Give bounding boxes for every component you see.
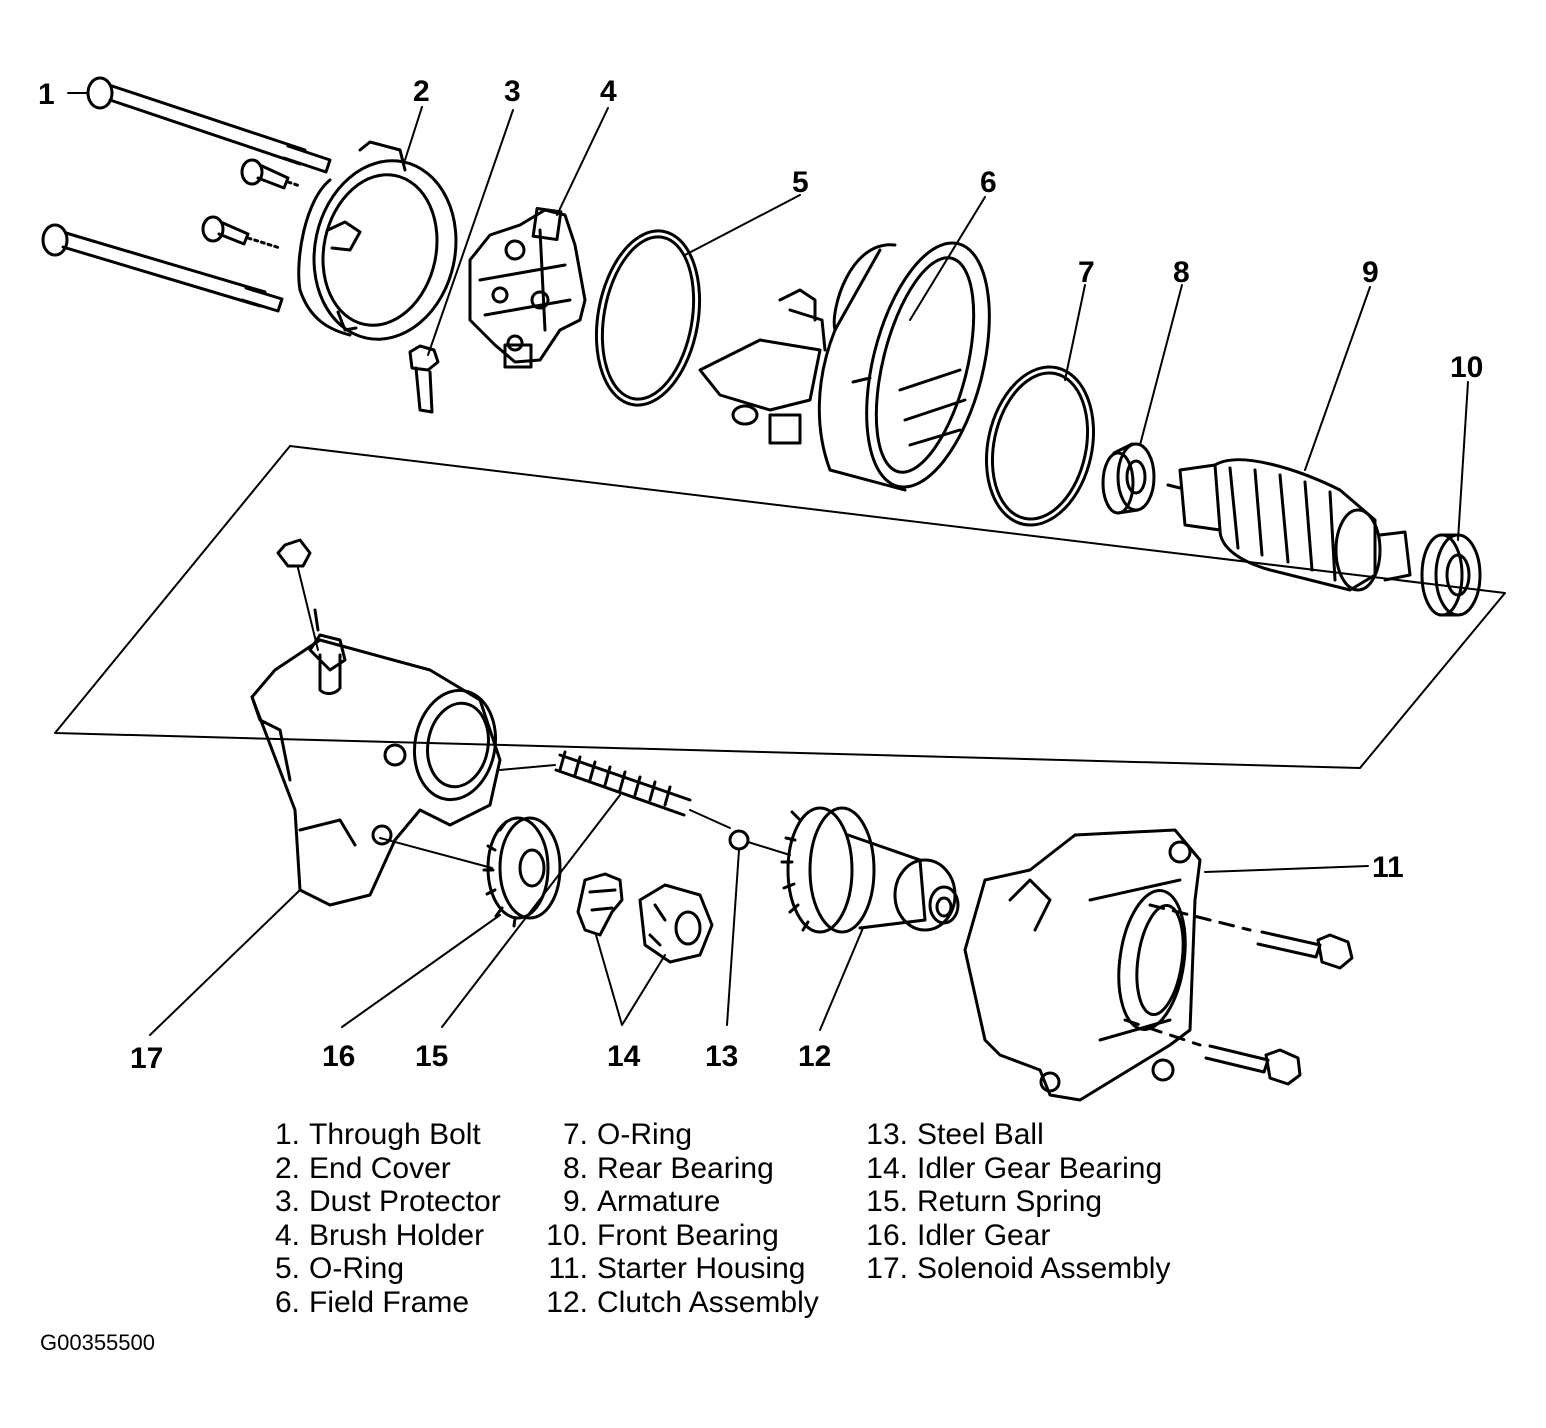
callout-13: 13: [705, 1040, 738, 1073]
figure-id: G00355500: [40, 1330, 155, 1355]
callout-labels: 1 2 3 4 5 6 7 8 9 10 11 12 13 14 15 16 1…: [38, 75, 1483, 1075]
callout-2: 2: [413, 75, 430, 108]
legend-item: 15.Return Spring: [866, 1185, 1103, 1218]
callout-1: 1: [38, 78, 55, 111]
legend-item: 6.Field Frame: [274, 1285, 470, 1319]
callout-10: 10: [1450, 351, 1483, 384]
callout-4: 4: [600, 75, 617, 108]
legend-item: 5.O-Ring: [274, 1252, 405, 1285]
callout-3: 3: [504, 75, 521, 108]
legend-item: 17.Solenoid Assembly: [866, 1252, 1171, 1285]
idler-gear: [379, 816, 562, 928]
legend-item: 11.Starter Housing: [548, 1252, 806, 1285]
callout-17: 17: [130, 1042, 163, 1075]
housing-bolts: [1204, 930, 1354, 1086]
leader-lines: [67, 92, 1469, 1036]
legend-item: 4.Brush Holder: [274, 1218, 485, 1252]
callout-11: 11: [1372, 851, 1404, 884]
legend-item: 13.Steel Ball: [866, 1118, 1044, 1151]
legend-item: 16.Idler Gear: [866, 1218, 1051, 1252]
starter-housing: [963, 828, 1252, 1102]
callout-14: 14: [607, 1040, 641, 1073]
callout-9: 9: [1362, 256, 1379, 289]
legend-item: 12.Clutch Assembly: [546, 1285, 819, 1319]
legend-item: 14.Idler Gear Bearing: [866, 1151, 1163, 1185]
end-cover: [297, 140, 458, 341]
callout-6: 6: [980, 166, 997, 199]
through-bolt: [41, 76, 332, 313]
rear-bearing: [1101, 442, 1156, 515]
callout-5: 5: [792, 166, 809, 199]
assembly-outline: [54, 445, 1506, 769]
callout-16: 16: [322, 1040, 355, 1073]
legend-item: 2.End Cover: [274, 1151, 451, 1185]
o-ring-7: [984, 365, 1096, 527]
callout-7: 7: [1078, 256, 1095, 289]
legend-column-2: 7.O-Ring 8.Rear Bearing 9.Armature 10.Fr…: [542, 1118, 819, 1319]
return-spring: [499, 750, 731, 829]
end-cover-bolts: [201, 158, 302, 250]
legend-column-1: 1.Through Bolt 2.End Cover 3.Dust Protec…: [270, 1118, 501, 1319]
front-bearing: [1420, 533, 1482, 617]
steel-ball: [728, 829, 791, 856]
legend-column-3: 13.Steel Ball 14.Idler Gear Bearing 15.R…: [862, 1118, 1170, 1286]
legend-item: 8.Rear Bearing: [562, 1151, 774, 1185]
legend-item: 10.Front Bearing: [546, 1218, 779, 1252]
field-frame: [698, 241, 991, 492]
legend-item: 7.O-Ring: [562, 1118, 693, 1151]
callout-8: 8: [1173, 256, 1190, 289]
callout-15: 15: [415, 1040, 448, 1073]
brush-holder: [468, 206, 587, 369]
callout-12: 12: [798, 1040, 831, 1073]
legend-item: 9.Armature: [562, 1185, 721, 1218]
o-ring-5: [594, 229, 702, 407]
armature: [1166, 458, 1412, 592]
clutch-assembly: [780, 806, 960, 934]
solenoid-assembly: [250, 538, 502, 907]
idler-gear-bearing: [576, 872, 714, 964]
legend-item: 3.Dust Protector: [274, 1185, 501, 1218]
legend-item: 1.Through Bolt: [274, 1118, 481, 1151]
dust-protector: [408, 344, 440, 414]
